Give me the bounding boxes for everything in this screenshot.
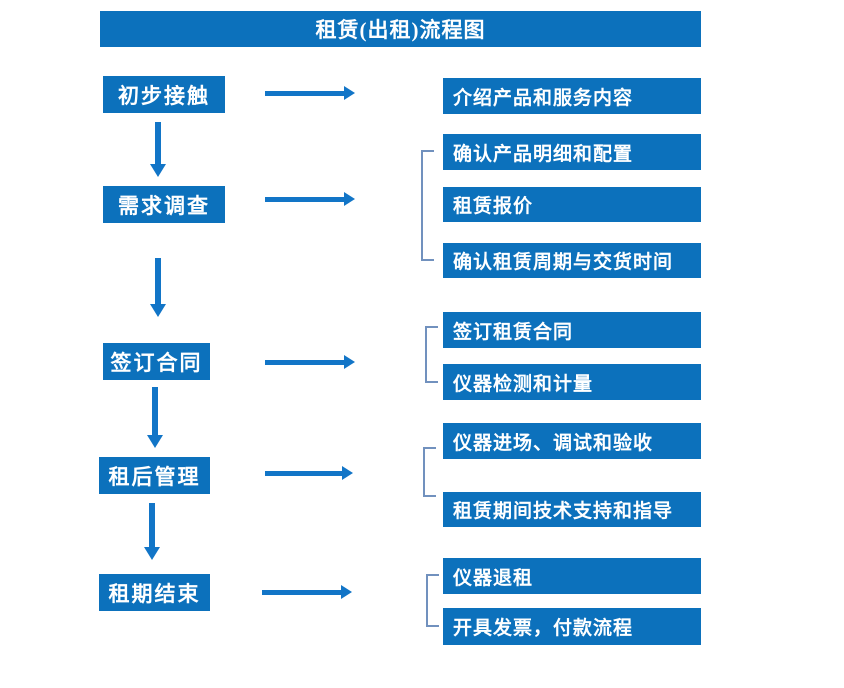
flowchart-title: 租赁(出租)流程图 <box>100 11 701 47</box>
detail-box-rental-quote: 租赁报价 <box>443 187 701 222</box>
right-arrow-head <box>341 585 352 599</box>
right-arrow-shaft <box>265 470 342 476</box>
group-bracket-post-rental <box>423 447 436 497</box>
right-arrow-shaft <box>265 90 344 96</box>
detail-box-confirm-product-config: 确认产品明细和配置 <box>443 134 701 170</box>
down-arrow-head <box>150 304 166 317</box>
detail-box-tech-support: 租赁期间技术支持和指导 <box>443 492 701 527</box>
group-bracket-sign-contract <box>425 326 438 383</box>
detail-box-instrument-setup-acceptance: 仪器进场、调试和验收 <box>443 423 701 459</box>
stage-box-demand-survey: 需求调查 <box>103 186 225 223</box>
right-arrow-shaft <box>265 196 344 202</box>
group-bracket-demand-survey <box>421 150 434 261</box>
stage-box-initial-contact: 初步接触 <box>103 76 225 113</box>
right-arrow-1 <box>265 86 355 100</box>
right-arrow-4 <box>265 466 353 480</box>
down-arrow-3 <box>147 387 163 448</box>
detail-box-invoice-payment: 开具发票，付款流程 <box>443 608 701 645</box>
down-arrow-shaft <box>152 387 158 435</box>
detail-box-confirm-period-delivery: 确认租赁周期与交货时间 <box>443 243 701 278</box>
group-bracket-rental-end <box>426 574 439 627</box>
stage-box-post-rental-management: 租后管理 <box>99 457 210 494</box>
down-arrow-1 <box>150 122 166 177</box>
down-arrow-head <box>144 547 160 560</box>
right-arrow-2 <box>265 192 355 206</box>
down-arrow-shaft <box>155 258 161 304</box>
stage-box-sign-contract: 签订合同 <box>103 343 210 380</box>
down-arrow-4 <box>144 503 160 560</box>
right-arrow-head <box>344 192 355 206</box>
down-arrow-2 <box>150 258 166 317</box>
right-arrow-head <box>344 86 355 100</box>
detail-box-instrument-return: 仪器退租 <box>443 558 701 594</box>
right-arrow-5 <box>262 585 352 599</box>
right-arrow-shaft <box>265 359 344 365</box>
down-arrow-head <box>150 164 166 177</box>
down-arrow-shaft <box>149 503 155 547</box>
detail-box-intro-products-services: 介绍产品和服务内容 <box>443 78 701 114</box>
down-arrow-head <box>147 435 163 448</box>
right-arrow-head <box>344 355 355 369</box>
detail-box-sign-rental-contract: 签订租赁合同 <box>443 312 701 348</box>
detail-box-instrument-testing: 仪器检测和计量 <box>443 364 701 400</box>
stage-box-rental-end: 租期结束 <box>99 574 210 611</box>
right-arrow-3 <box>265 355 355 369</box>
down-arrow-shaft <box>155 122 161 164</box>
right-arrow-shaft <box>262 589 341 595</box>
right-arrow-head <box>342 466 353 480</box>
